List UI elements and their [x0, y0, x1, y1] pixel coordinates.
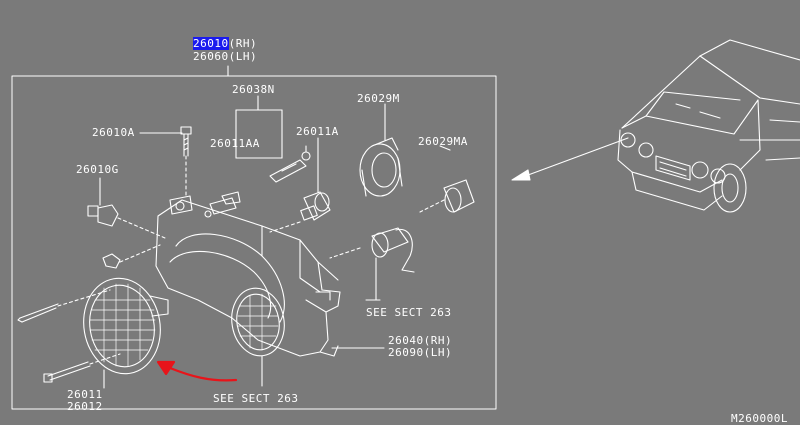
- side-bulb-socket: [329, 227, 415, 301]
- bolt-upper-left: [102, 244, 161, 269]
- selected-text: 26010: [193, 37, 229, 50]
- socket-26029M: [359, 103, 403, 197]
- callout-26012: 26012: [67, 400, 103, 413]
- bolt-lower-left: [17, 289, 111, 323]
- leader-lines: [331, 299, 385, 349]
- part-number-rh[interactable]: 26010(RH): [193, 37, 258, 50]
- callout-26011AA: 26011AA: [210, 137, 260, 150]
- figure-code: M260000L: [731, 412, 788, 425]
- callout-26090: 26090(LH): [388, 346, 453, 359]
- callout-26029MA: 26029MA: [418, 135, 468, 148]
- callout-26011: 26011: [67, 388, 103, 401]
- location-arrow: [511, 137, 629, 181]
- headlamp-housing-26040: [155, 199, 341, 357]
- housing-clips: [169, 191, 241, 215]
- callout-26011A: 26011A: [296, 125, 339, 138]
- see-sect-bottom: SEE SECT 263: [213, 392, 299, 405]
- fog-lamp-26011: [83, 277, 169, 389]
- callout-26010G: 26010G: [76, 163, 119, 176]
- part-rh-suffix: (RH): [228, 37, 258, 50]
- vehicle-illustration: [617, 39, 800, 213]
- part-number-lh: 26060(LH): [193, 50, 258, 63]
- callout-26029M: 26029M: [357, 92, 400, 105]
- see-sect-right: SEE SECT 263: [366, 306, 452, 319]
- callout-26040: 26040(RH): [388, 334, 453, 347]
- clip-26010G: [87, 177, 166, 239]
- callout-bracket-26038N: [235, 95, 283, 159]
- connector-26029MA: [419, 145, 475, 213]
- adjuster-screw-26011AA: [269, 145, 311, 183]
- annotation-arrow: [156, 360, 238, 382]
- diagram-frame: [11, 75, 497, 410]
- callout-26038N: 26038N: [232, 83, 275, 96]
- bolt-bottom-left: [43, 353, 121, 383]
- screw-26010A: [139, 126, 192, 197]
- fog-lamp-center: [231, 287, 285, 387]
- callout-26010A: 26010A: [92, 126, 135, 139]
- bulb-26011A: [269, 137, 331, 233]
